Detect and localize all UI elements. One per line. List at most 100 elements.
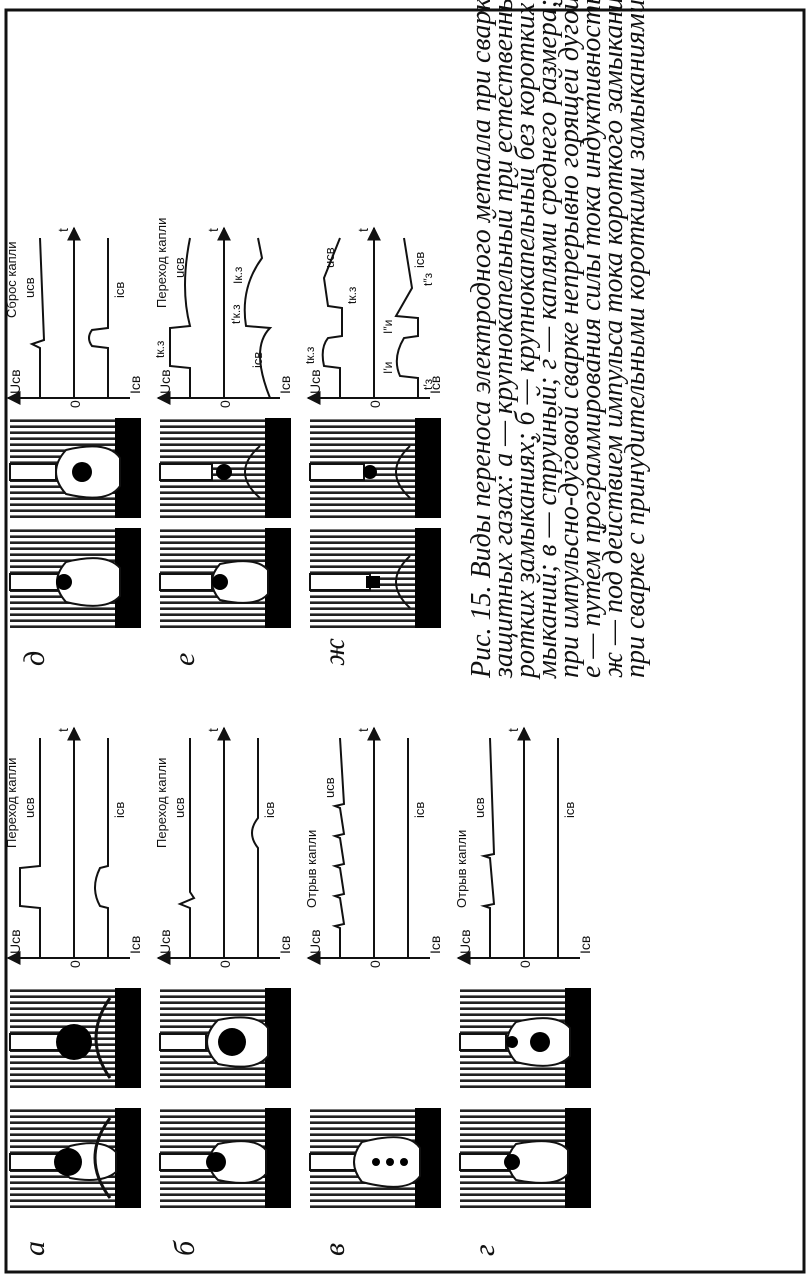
weld-sketch-d2 [9,418,141,518]
waveform-v: Uсв Iсв 0 t Отрыв капли uсв iсв [304,726,443,968]
panel-zh: ж Uсв [303,226,443,666]
weld-sketch-a1 [9,1108,141,1208]
axis-i-label-v: Iсв [427,936,443,954]
annotation-zh-tk: tк.з [303,346,317,364]
annotation-e-ik: Iк.з [231,266,245,284]
panel-label-v: в [318,1243,351,1256]
axis-i-label-zh: Iсв [427,376,443,394]
axis-t-label-zh: t [355,228,371,232]
figure-border [4,8,806,1274]
axis-i-label-a: Iсв [127,936,143,954]
axis-i-label-e: Iсв [277,376,293,394]
annotation-zh-tk2: tк.з [345,286,359,304]
panel-label-d: д [18,651,51,666]
annotation-a: Переход капли [4,758,19,848]
signal-u-g: uсв [472,797,487,818]
annotation-zh-iu1: I′и [381,362,395,374]
signal-u-zh: uсв [322,247,337,268]
panel-label-e: е [168,653,201,666]
axis-t-label-v: t [355,728,371,732]
panel-a: а [4,726,143,1256]
weld-sketch-e2 [159,418,291,518]
signal-i-g: iсв [562,802,577,818]
waveform-zh: Uсв Iсв 0 t tк.з tк.з I′и I″и t′з t″з uс… [303,226,443,408]
annotation-zh-t3b: t″з [421,272,435,286]
axis-u-label-zh: Uсв [307,369,323,394]
axis-t-label-d: t [55,228,71,232]
waveform-a: Uсв Iсв 0 t Переход капли uсв iсв [4,726,143,968]
panel-label-b: б [168,1240,201,1256]
signal-i-b: iсв [262,802,277,818]
weld-sketch-g2 [459,988,591,1088]
waveform-g: Uсв Iсв 0 t Отрыв капли uсв iсв [454,726,593,968]
axis-zero-a: 0 [67,960,83,968]
panel-label-zh: ж [318,638,351,666]
signal-i-e: iсв [250,352,265,368]
annotation-d: Сброс капли [4,242,19,319]
signal-i-a: iсв [112,802,127,818]
axis-zero-d: 0 [67,400,83,408]
waveform-e: Uсв Iсв 0 t Переход капли tк.з t′к.з Iк.… [153,218,293,408]
weld-sketch-v [309,1108,441,1208]
axis-u-label-b: Uсв [157,929,173,954]
panel-g: г [454,726,593,1256]
caption-line-7: ж — под действием импульса тока коротког… [598,0,629,678]
panel-b: б Uсв [154,726,293,1256]
axis-zero-b: 0 [217,960,233,968]
axis-t-label-a: t [55,728,71,732]
annotation-e-tk2: t′к.з [229,304,243,324]
axis-t-label-b: t [205,728,221,732]
figure-caption: Рис. 15. Виды переноса электродного мета… [466,0,651,680]
axis-i-label-g: Iсв [577,936,593,954]
signal-u-a: uсв [22,797,37,818]
panel-e: е Uсв [153,218,293,666]
panel-label-a: а [18,1241,51,1256]
signal-i-d: iсв [112,282,127,298]
weld-sketch-zh2 [309,418,441,518]
waveform-b: Uсв Iсв 0 t Переход капли uсв iсв [154,726,293,968]
panel-d: д Uсв [4,226,143,666]
axis-u-label-g: Uсв [457,929,473,954]
caption-line-4: мыканий; в — струйный; г — каплями средн… [532,0,563,679]
signal-i-zh: iсв [412,252,427,268]
axis-t-label-e: t [205,228,221,232]
annotation-zh-t3a: t′з [421,378,435,390]
axis-u-label-a: Uсв [7,929,23,954]
weld-sketch-zh1 [309,528,441,628]
annotation-g: Отрыв капли [454,830,469,908]
axis-u-label-d: Uсв [7,369,23,394]
axis-zero-v: 0 [367,960,383,968]
axis-i-label-b: Iсв [277,936,293,954]
caption-line-6: е — путем программирования силы тока инд… [576,0,607,678]
signal-u-b: uсв [172,797,187,818]
annotation-zh-iu2: I″и [381,320,395,334]
axis-u-label-e: Uсв [157,369,173,394]
weld-sketch-d1 [9,528,141,628]
annotation-v: Отрыв капли [304,830,319,908]
caption-line-1: Рис. 15. Виды переноса электродного мета… [466,0,497,679]
signal-u-e: uсв [172,257,187,278]
annotation-e: Переход капли [154,218,169,308]
panel-v: в Uсв Iсв 0 t [304,726,443,1256]
caption-line-5: при импульсно-дуговой сварке непрерывно … [554,0,585,678]
weld-sketch-e1 [159,528,291,628]
caption-line-3: ротких замыканиях; б — крупнокапельный б… [510,0,541,680]
axis-u-label-v: Uсв [307,929,323,954]
waveform-d: Uсв Iсв 0 t Сброс капли uсв iсв [4,226,143,408]
caption-line-8: при сварке с принудительными короткими з… [620,0,651,678]
panel-label-g: г [468,1244,501,1256]
axis-t-label-g: t [505,728,521,732]
weld-sketch-g1 [459,1108,591,1208]
weld-sketch-b1 [159,1108,291,1208]
caption-line-2: защитных газах: а — крупнокапельный при … [488,0,519,679]
signal-u-d: uсв [22,277,37,298]
signal-u-v: uсв [322,777,337,798]
axis-zero-zh: 0 [367,400,383,408]
axis-zero-g: 0 [517,960,533,968]
weld-sketch-a2 [9,988,141,1088]
axis-zero-e: 0 [217,400,233,408]
axis-i-label-d: Iсв [127,376,143,394]
weld-sketch-b2 [159,988,291,1088]
annotation-e-tk: tк.з [153,340,167,358]
